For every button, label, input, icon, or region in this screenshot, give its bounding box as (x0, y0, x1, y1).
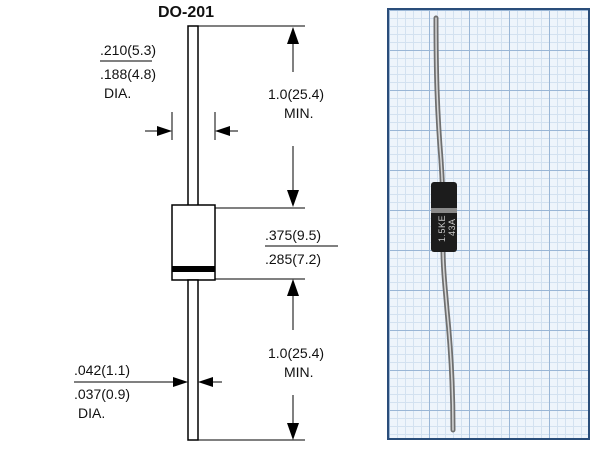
lead-dia-max: .042(1.1) (74, 362, 131, 378)
bottom-lead (187, 279, 199, 441)
photo-diode-body (431, 182, 457, 252)
body-length-min: .285(7.2) (265, 251, 322, 267)
arrow-left-dia-lower (198, 377, 213, 387)
lead-dia-min: .037(0.9) (74, 386, 131, 402)
top-lead (187, 25, 199, 207)
arrow-down-bottom (287, 423, 299, 440)
photo-marking-line1: 1.5KE (437, 214, 447, 242)
arrow-right-dia-upper (157, 126, 172, 136)
lead-length-top: 1.0(25.4) (268, 86, 325, 102)
lead-length-bottom-unit: MIN. (284, 364, 314, 380)
lead-length-bottom: 1.0(25.4) (268, 345, 325, 361)
diode-photo-drawing (431, 15, 457, 433)
photo-cathode-band (431, 208, 457, 213)
body-dia-max: .210(5.3) (100, 42, 157, 58)
arrow-right-dia-lower (173, 377, 188, 387)
cathode-band (172, 266, 215, 272)
arrow-left-dia-upper (215, 126, 230, 136)
lead-length-top-unit: MIN. (284, 105, 314, 121)
body-dia-min: .188(4.8) (100, 66, 157, 82)
arrow-up-top (287, 27, 299, 44)
body-dia-unit: DIA. (104, 85, 132, 101)
lead-dia-unit: DIA. (78, 405, 106, 421)
diode-photo: 1.5KE 43A (387, 8, 590, 440)
arrow-up-body (287, 279, 299, 296)
photo-marking-line2: 43A (447, 218, 457, 236)
body-length-max: .375(9.5) (265, 227, 322, 243)
package-title: DO-201 (158, 4, 215, 21)
arrow-down-top (287, 190, 299, 207)
